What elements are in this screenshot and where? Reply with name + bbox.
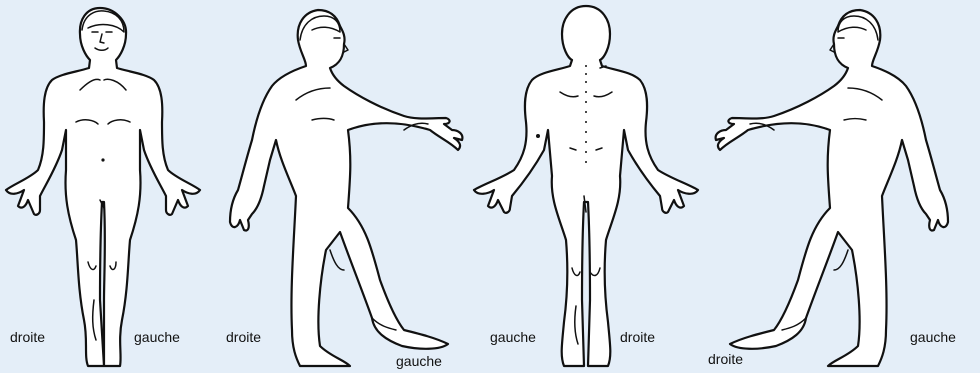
figure-left-side	[716, 10, 948, 366]
left-side-label-right: droite	[708, 352, 743, 366]
right-side-label-left: gauche	[396, 354, 442, 368]
figure-right-side	[230, 10, 462, 366]
back-label-right: droite	[620, 330, 655, 344]
left-side-body-outline	[716, 10, 948, 366]
left-side-label-left: gauche	[910, 330, 956, 344]
front-label-right: droite	[10, 330, 45, 344]
front-label-left: gauche	[134, 330, 180, 344]
back-label-left: gauche	[490, 330, 536, 344]
figure-back	[474, 6, 698, 366]
right-side-label-right: droite	[226, 330, 261, 344]
figure-front	[6, 8, 200, 366]
back-body-outline	[474, 6, 698, 366]
right-side-body-outline	[230, 10, 462, 366]
front-body-outline	[6, 8, 200, 366]
